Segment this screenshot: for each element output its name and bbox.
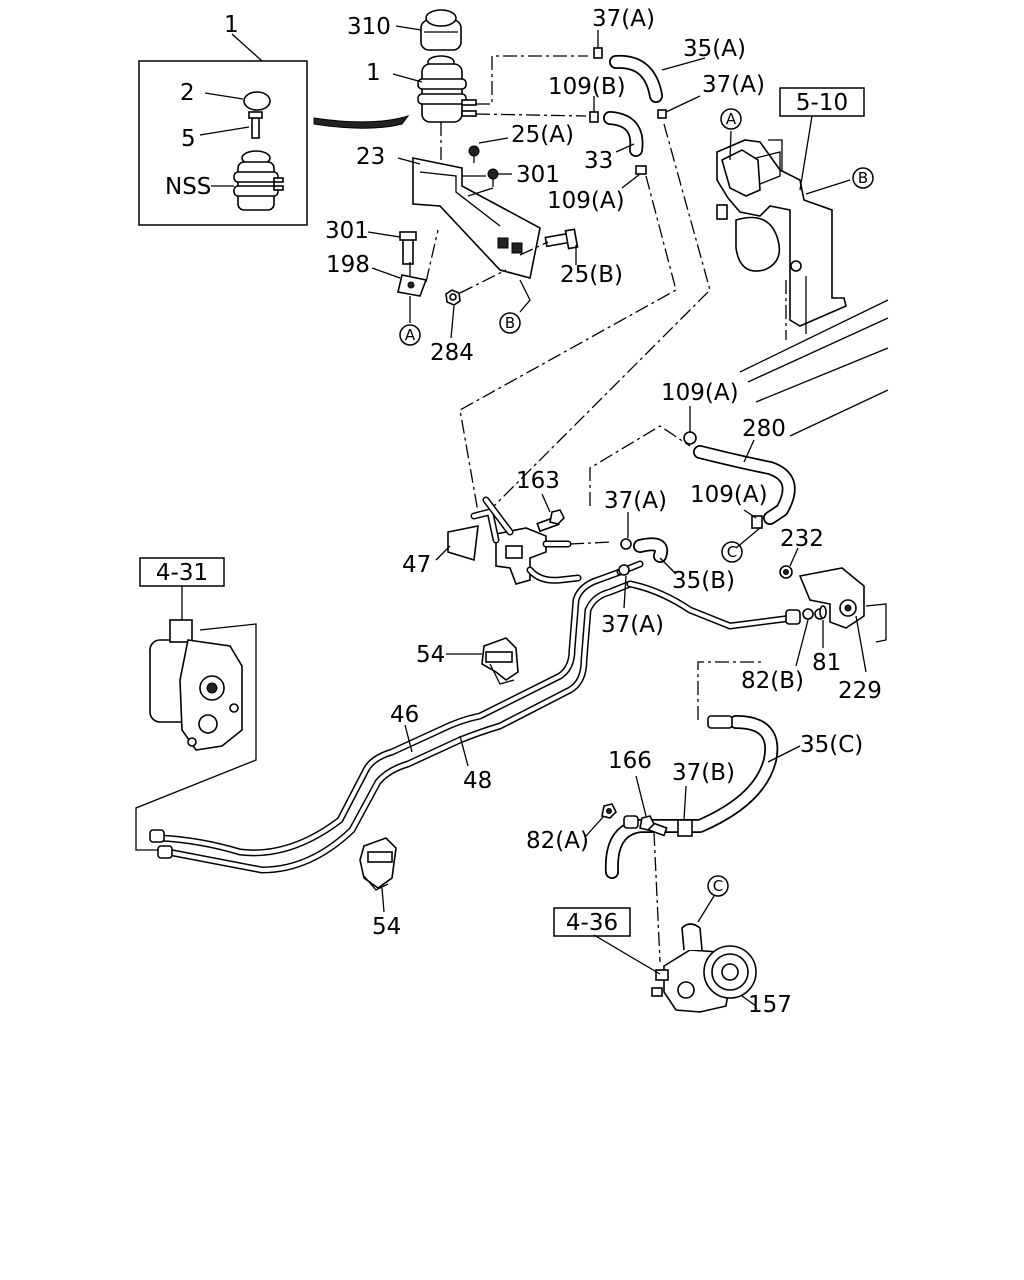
callout-25a: 25(A) — [511, 122, 574, 148]
marker-b-bracket: B — [499, 312, 521, 334]
ref-box-5-10-label: 5-10 — [796, 90, 848, 116]
svg-text:A: A — [726, 110, 737, 128]
callout-46: 46 — [390, 702, 419, 728]
ref-box-4-31-label: 4-31 — [156, 560, 208, 586]
callout-25b: 25(B) — [560, 262, 623, 288]
callout-163: 163 — [516, 468, 560, 494]
pump-4-36 — [593, 895, 757, 1013]
marker-b-upper-right: B — [852, 167, 874, 189]
hose-35b — [618, 512, 677, 609]
reservoir-assembly — [367, 9, 579, 339]
svg-text:C: C — [727, 543, 737, 561]
svg-text:C: C — [713, 877, 723, 895]
callout-35a: 35(A) — [683, 36, 746, 62]
callout-37a-right: 37(A) — [702, 72, 765, 98]
callout-82a: 82(A) — [526, 828, 589, 854]
callout-37a-top: 37(A) — [592, 6, 655, 32]
ref-box-4-31: 4-31 — [139, 557, 225, 587]
callout-109a-upper: 109(A) — [547, 188, 625, 214]
ref-box-5-10: 5-10 — [779, 87, 865, 117]
callout-198: 198 — [326, 252, 370, 278]
reservoir-hoses — [459, 30, 711, 513]
callout-nss: NSS — [165, 174, 211, 200]
callout-1-kit: 1 — [224, 12, 239, 38]
marker-c-pump: C — [707, 875, 729, 897]
callout-232: 232 — [780, 526, 824, 552]
reservoir-kit-inset — [138, 33, 308, 226]
clamp-54-lower — [359, 837, 397, 913]
callout-33: 33 — [584, 148, 613, 174]
hose-35c — [585, 661, 801, 963]
hose-280 — [683, 406, 796, 549]
svg-text:B: B — [858, 169, 868, 187]
callout-109a-hose-top: 109(A) — [661, 380, 739, 406]
callout-1-reservoir: 1 — [366, 60, 381, 86]
callout-35c: 35(C) — [800, 732, 863, 758]
bracket-229 — [779, 547, 887, 673]
clamp-54-upper — [446, 637, 519, 685]
marker-a-upper-right: A — [720, 108, 742, 130]
svg-text:A: A — [405, 326, 416, 344]
assembly-arrow — [313, 115, 410, 129]
callout-37b: 37(B) — [672, 760, 735, 786]
callout-284: 284 — [430, 340, 474, 366]
ref-box-4-36-label: 4-36 — [566, 910, 618, 936]
callout-23: 23 — [356, 144, 385, 170]
callout-229: 229 — [838, 678, 882, 704]
callout-37a-pipe: 37(A) — [601, 612, 664, 638]
callout-5: 5 — [181, 126, 196, 152]
callout-54-lower: 54 — [372, 914, 401, 940]
steering-gear-4-31 — [135, 586, 257, 851]
callout-54-upper: 54 — [416, 642, 445, 668]
marker-a-bracket: A — [399, 324, 421, 346]
callout-301-upper: 301 — [516, 162, 560, 188]
callout-280: 280 — [742, 416, 786, 442]
callout-109b: 109(B) — [548, 74, 626, 100]
callout-81: 81 — [812, 650, 841, 676]
callout-35b: 35(B) — [672, 568, 735, 594]
callout-166: 166 — [608, 748, 652, 774]
frame-bracket-5-10 — [716, 115, 889, 437]
callout-48: 48 — [463, 768, 492, 794]
callout-310: 310 — [347, 14, 391, 40]
callout-109a-hose-bottom: 109(A) — [690, 482, 768, 508]
callout-47: 47 — [402, 552, 431, 578]
callout-2: 2 — [180, 80, 195, 106]
ref-box-4-36: 4-36 — [553, 907, 631, 937]
callout-157: 157 — [748, 992, 792, 1018]
marker-c-hose: C — [721, 541, 743, 563]
pressure-return-pipes — [149, 560, 801, 874]
callout-301-lower: 301 — [325, 218, 369, 244]
svg-text:B: B — [505, 314, 515, 332]
callout-82b: 82(B) — [741, 668, 804, 694]
callout-37a-valve: 37(A) — [604, 488, 667, 514]
valve-block-47 — [435, 425, 691, 585]
